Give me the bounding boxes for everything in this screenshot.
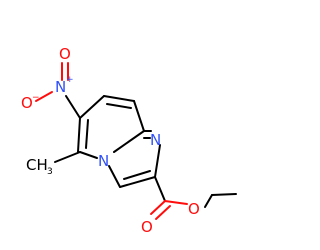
methyl-label-subscript: 3 (47, 167, 53, 177)
atom-labels: N + O O − CH 3 N N O O (21, 45, 200, 236)
bond-c7-c8-double (106, 103, 132, 109)
carbonyl-oxygen-label: O (141, 218, 153, 236)
bond-c7-c8 (103, 95, 135, 102)
imidazole-nitrogen-label: N (150, 131, 161, 149)
bond-carbonyl-o (150, 200, 166, 215)
bond-c6-nitro (65, 95, 81, 119)
ether-oxygen-label: O (188, 200, 200, 218)
bond-carbonyl-o-double (155, 205, 171, 220)
nitro-oxygen-left-label: O (21, 94, 33, 112)
bond-n4-c5 (79, 151, 98, 159)
methyl-label-main: CH (26, 156, 48, 174)
bond-c2-c3 (119, 176, 156, 188)
nitro-nitrogen-label: N (55, 78, 66, 96)
bond-carbonyl-ether-o (164, 200, 188, 205)
bond-ether-o-ch2 (204, 194, 213, 208)
bond-ch2-ch3 (211, 193, 237, 196)
bonds (35, 62, 237, 220)
nitro-oxygen-charge: − (32, 93, 40, 103)
bond-c6-c7 (79, 95, 105, 119)
bond-c3-n4 (108, 165, 121, 188)
bond-c8-c8a (133, 100, 145, 132)
nitro-nitrogen-charge: + (66, 75, 74, 85)
bond-c5-methyl (54, 151, 81, 163)
nitro-oxygen-top-label: O (59, 45, 71, 63)
bond-nitro-o-left (35, 91, 53, 102)
bond-c2-c3-double (123, 170, 151, 180)
bond-n1-c2 (154, 144, 161, 178)
bond-c5-c6 (77, 117, 81, 153)
methyl-label: CH 3 (26, 156, 53, 177)
molecule-structure: N + O O − CH 3 N N O O (21, 45, 237, 236)
bond-c5-c6-double (85, 119, 89, 149)
bridgehead-nitrogen-label: N (98, 152, 109, 170)
bond-c8a-n4 (113, 130, 145, 153)
bond-c2-carbonyl (154, 176, 166, 202)
